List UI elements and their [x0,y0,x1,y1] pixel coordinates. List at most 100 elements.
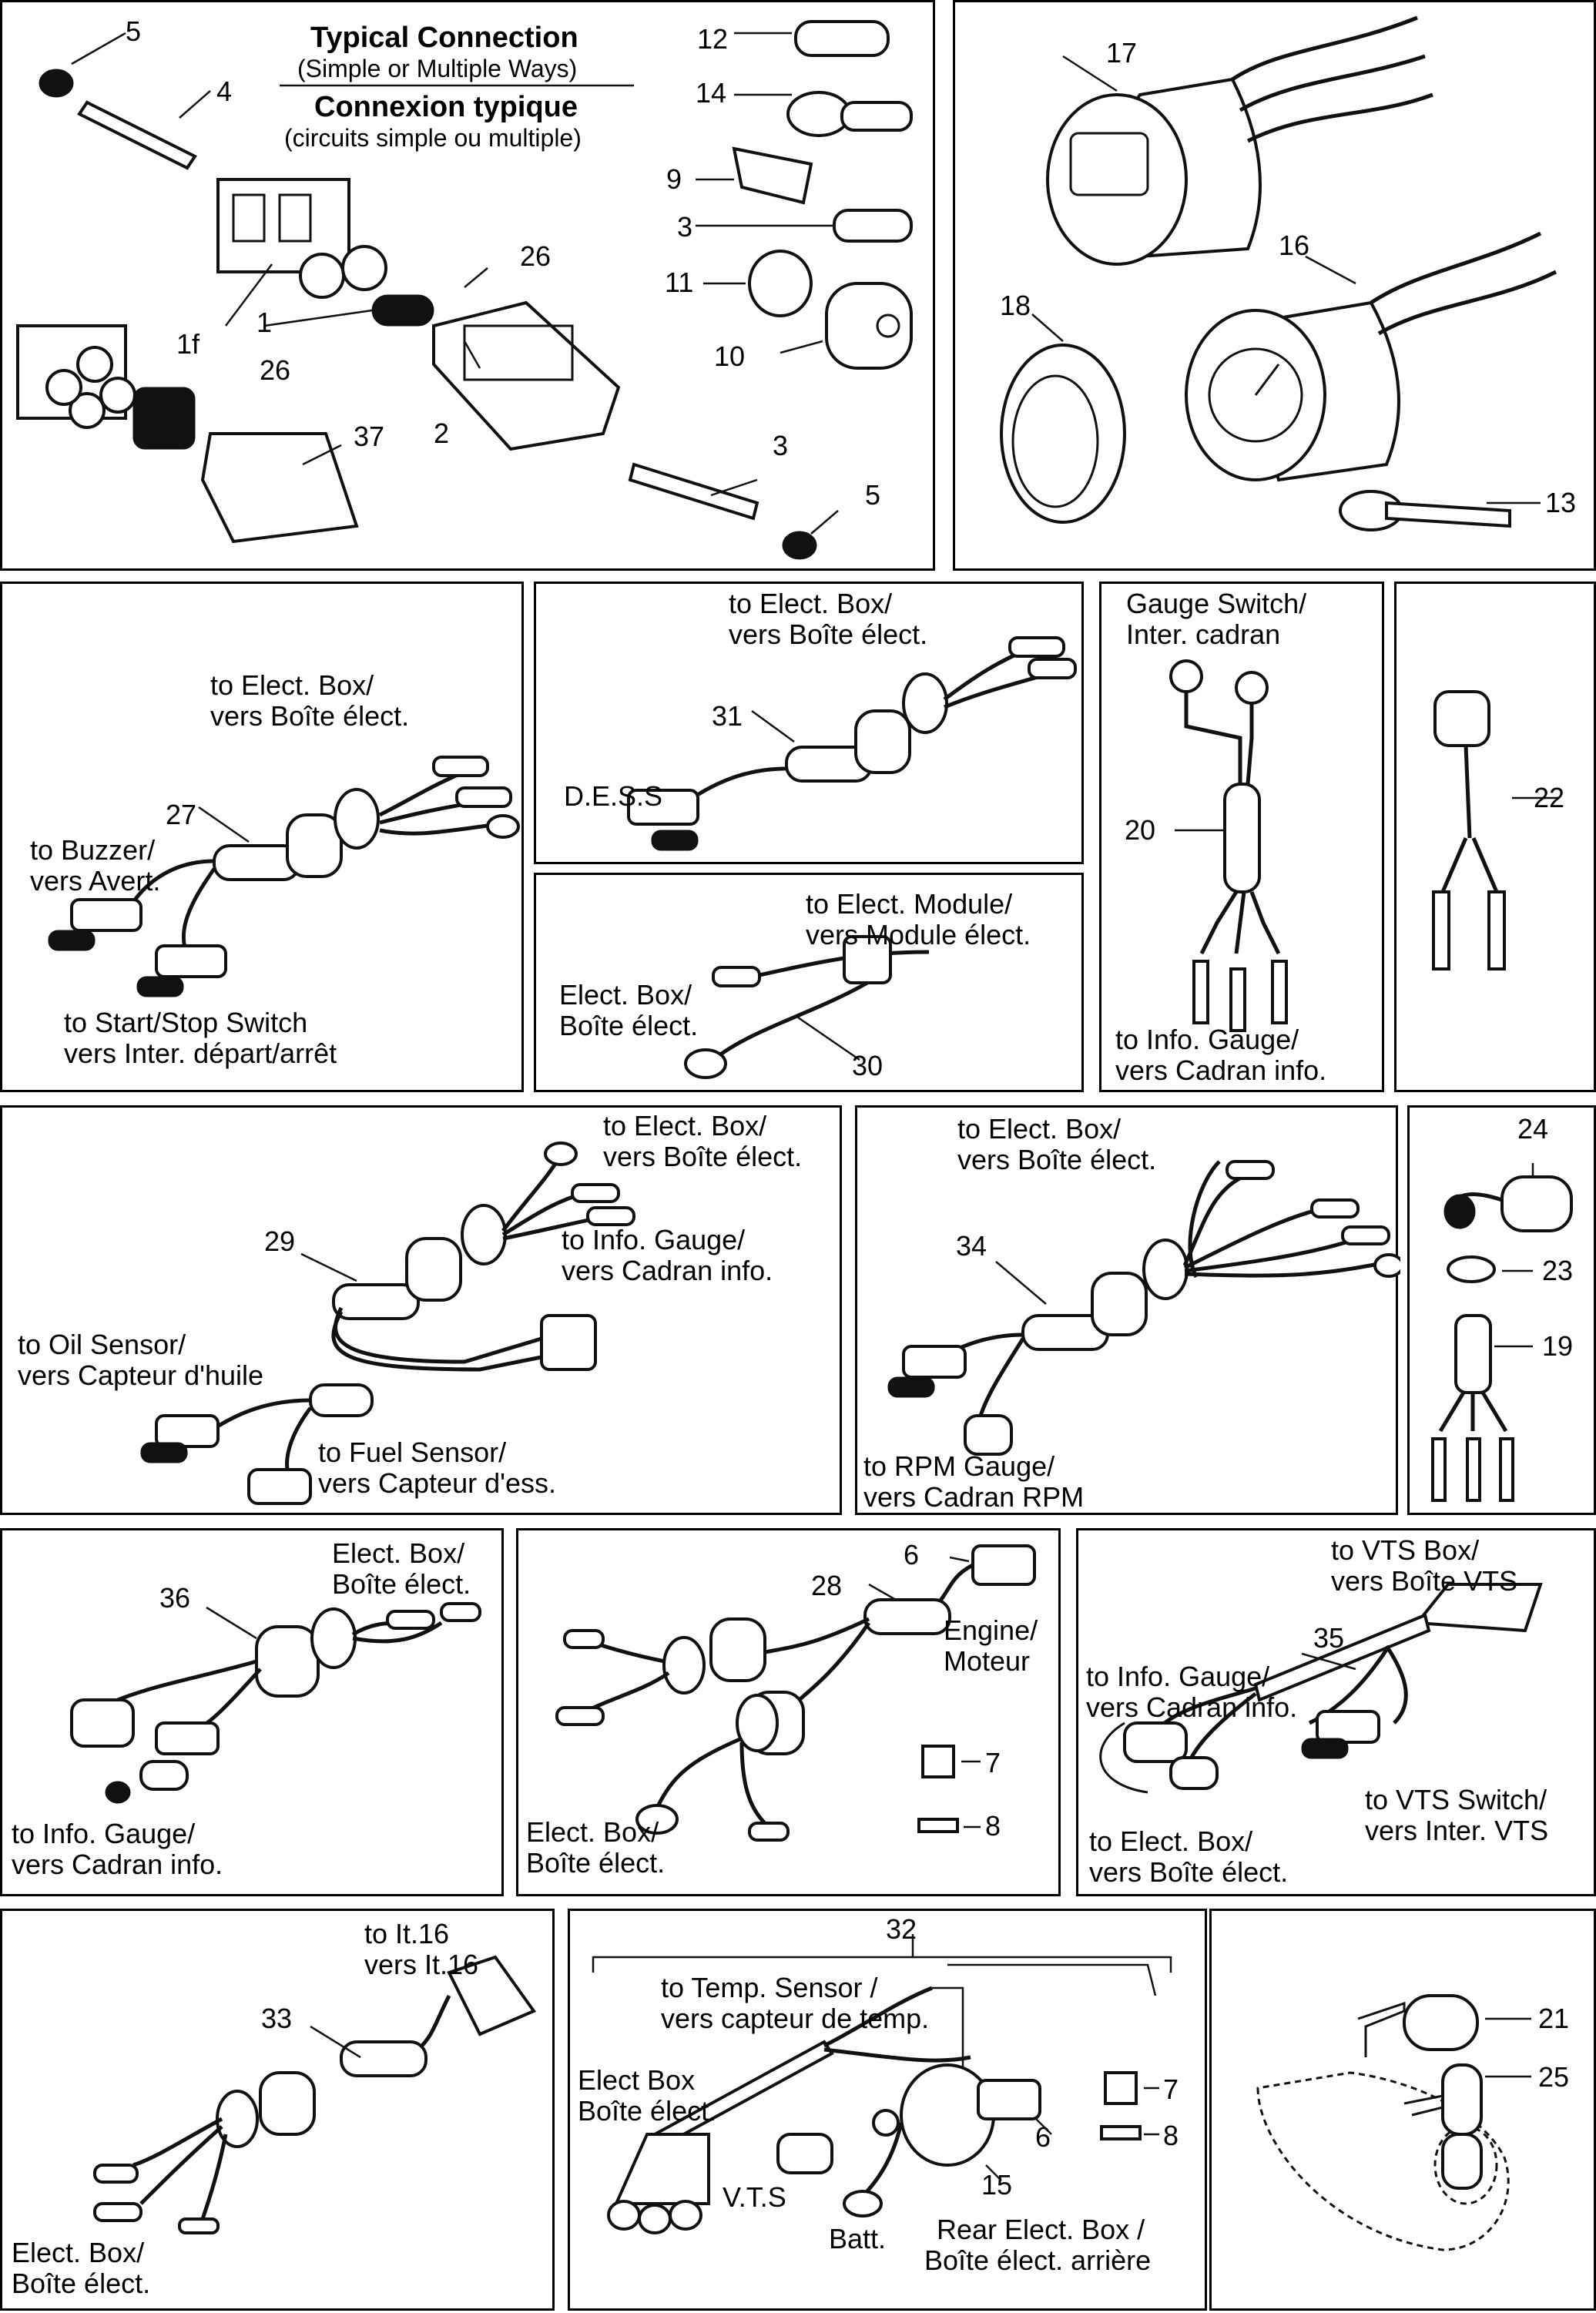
label-elect-box-en: Elect. Box/ [332,1537,465,1569]
gauges-drawing [1000,15,1557,531]
panel-harness-30: to Elect. Module/ vers Module élect. Ele… [534,873,1084,1092]
label-rear-elect-box-en: Rear Elect. Box / [937,2214,1145,2245]
panel-clips-21-25: 21 25 [1209,1909,1596,2311]
harness-34-drawing [887,1160,1400,1456]
harness-33-drawing [93,1955,537,2234]
ring-18 [1000,344,1126,524]
terminal-3 [833,209,913,243]
harness-32-drawing [592,1934,1172,2234]
label-to-vts-switch-fr: vers Inter. VTS [1365,1815,1549,1846]
panel-harness-35: to VTS Box/ vers Boîte VTS 35 to Info. G… [1076,1528,1596,1896]
label-elect-box-fr: Boîte élect. [332,1568,471,1600]
connector-2 [432,300,621,451]
terminal-3-lower [628,462,759,521]
label-to-info-gauge-fr: vers Cadran info. [1115,1054,1327,1086]
gauge-switch-20-drawing [1169,659,1288,1032]
label-gauge-switch-en: Gauge Switch/ [1126,588,1307,619]
callout-35: 35 [1313,1622,1345,1654]
callout-2: 2 [434,417,450,449]
label-to-info-gauge-fr: vers Cadran info. [562,1255,773,1286]
label-to-elect-box-fr: vers Boîte élect. [729,618,928,650]
clips-21-25-drawing [1256,1994,1531,2251]
label-to-rpm-gauge-fr: vers Cadran RPM [863,1481,1085,1513]
callout-33: 33 [261,2003,293,2034]
seal-11 [748,250,813,317]
label-engine-en: Engine/ [944,1614,1038,1646]
callout-37: 37 [354,421,385,452]
label-elect-box-en: Elect. Box/ [526,1816,659,1848]
terminal-9 [732,146,813,205]
harness-29-drawing [140,1141,635,1505]
callout-23: 23 [1542,1255,1574,1286]
callout-31: 31 [712,700,743,732]
label-to-info-gauge-en: to Info. Gauge/ [12,1818,196,1849]
title-fr: Connexion typique [314,91,578,123]
gauge-17 [1046,15,1433,266]
panel-sensor-22: 22 [1394,582,1596,1092]
label-elect-box-en: Elect. Box/ [12,2237,145,2268]
ring-terminal-14 [786,91,851,137]
panel-harness-27: to Elect. Box/ vers Boîte élect. to Buzz… [0,582,524,1092]
panel-harness-33: to It.16 vers It.16 33 Elect. Box/ Boîte… [0,1909,555,2311]
callout-5-lower: 5 [865,479,881,511]
callout-1: 1 [256,307,273,338]
sensor-22-drawing [1432,690,1558,970]
callout-15: 15 [981,2169,1013,2201]
callout-27: 27 [166,799,197,830]
panel-gauge-switch-20: Gauge Switch/ Inter. cadran to Info. Gau… [1099,582,1384,1092]
callout-21: 21 [1538,2003,1570,2034]
label-to-it16-fr: vers It.16 [364,1949,479,1980]
callout-7: 7 [985,1747,1001,1778]
panel-harness-34: to Elect. Box/ vers Boîte élect. to RPM … [855,1105,1400,1515]
label-to-start-stop-fr: vers Inter. départ/arrêt [64,1037,337,1069]
panel-harness-36: Elect. Box/ Boîte élect. to Info. Gauge/… [0,1528,504,1896]
callout-9: 9 [666,163,682,195]
label-to-info-gauge-en: to Info. Gauge/ [1086,1661,1270,1692]
label-to-buzzer-fr: vers Avert. [30,865,161,897]
callout-6: 6 [1035,2121,1051,2153]
harness-31-drawing [627,636,1077,851]
callout-18: 18 [1000,290,1031,321]
label-to-info-gauge-fr: vers Cadran info. [12,1849,223,1880]
label-to-rpm-gauge-en: to RPM Gauge/ [863,1450,1055,1482]
tie-13 [1339,490,1511,531]
label-to-it16-en: to It.16 [364,1918,450,1949]
label-to-vts-box-en: to VTS Box/ [1331,1534,1480,1566]
callout-22: 22 [1534,782,1565,813]
label-to-info-gauge-en: to Info. Gauge/ [562,1224,746,1255]
callout-17: 17 [1106,37,1138,69]
label-engine-fr: Moteur [944,1645,1031,1677]
label-to-start-stop-en: to Start/Stop Switch [64,1007,308,1038]
connector-1 [216,178,387,299]
label-to-elect-box-fr: vers Boîte élect. [957,1144,1157,1175]
label-rear-elect-box-fr: Boîte élect. arrière [924,2244,1152,2276]
callout-26-left: 26 [260,354,291,386]
callout-19: 19 [1542,1330,1574,1362]
label-to-temp-sensor-fr: vers capteur de temp. [661,2003,930,2034]
callout-20: 20 [1125,814,1156,846]
label-to-oil-sensor-fr: vers Capteur d'huile [18,1359,264,1391]
label-elect-box-fr: Boîte élect. [578,2095,717,2127]
callout-14: 14 [696,77,727,109]
label-dess: D.E.S.S [564,780,663,812]
terminal-4 [77,100,197,170]
callout-26-top: 26 [520,240,552,272]
label-to-elect-box-fr: vers Boîte élect. [210,700,410,732]
panel-harness-31: to Elect. Box/ vers Boîte élect. D.E.S.S… [534,582,1084,864]
label-to-fuel-sensor-en: to Fuel Sensor/ [318,1436,507,1468]
callout-4: 4 [216,75,233,107]
harness-35-drawing [1099,1583,1543,1794]
label-to-oil-sensor-en: to Oil Sensor/ [18,1329,186,1360]
callout-13: 13 [1545,487,1577,518]
subtitle-en: (Simple or Multiple Ways) [297,55,578,82]
label-elect-box-en: Elect Box [578,2064,696,2096]
grommet-10 [825,282,913,370]
label-to-temp-sensor-en: to Temp. Sensor / [661,1972,878,2003]
connector-37 [200,432,359,544]
callout-34: 34 [956,1230,987,1262]
harness-28-drawing [555,1544,1036,1842]
callout-32: 32 [886,1913,917,1945]
label-to-elect-box-en: to Elect. Box/ [729,588,893,619]
panel-harness-32: 32 to Temp. Sensor / vers capteur de tem… [568,1909,1207,2311]
label-elect-box-en: Elect. Box/ [559,979,692,1011]
